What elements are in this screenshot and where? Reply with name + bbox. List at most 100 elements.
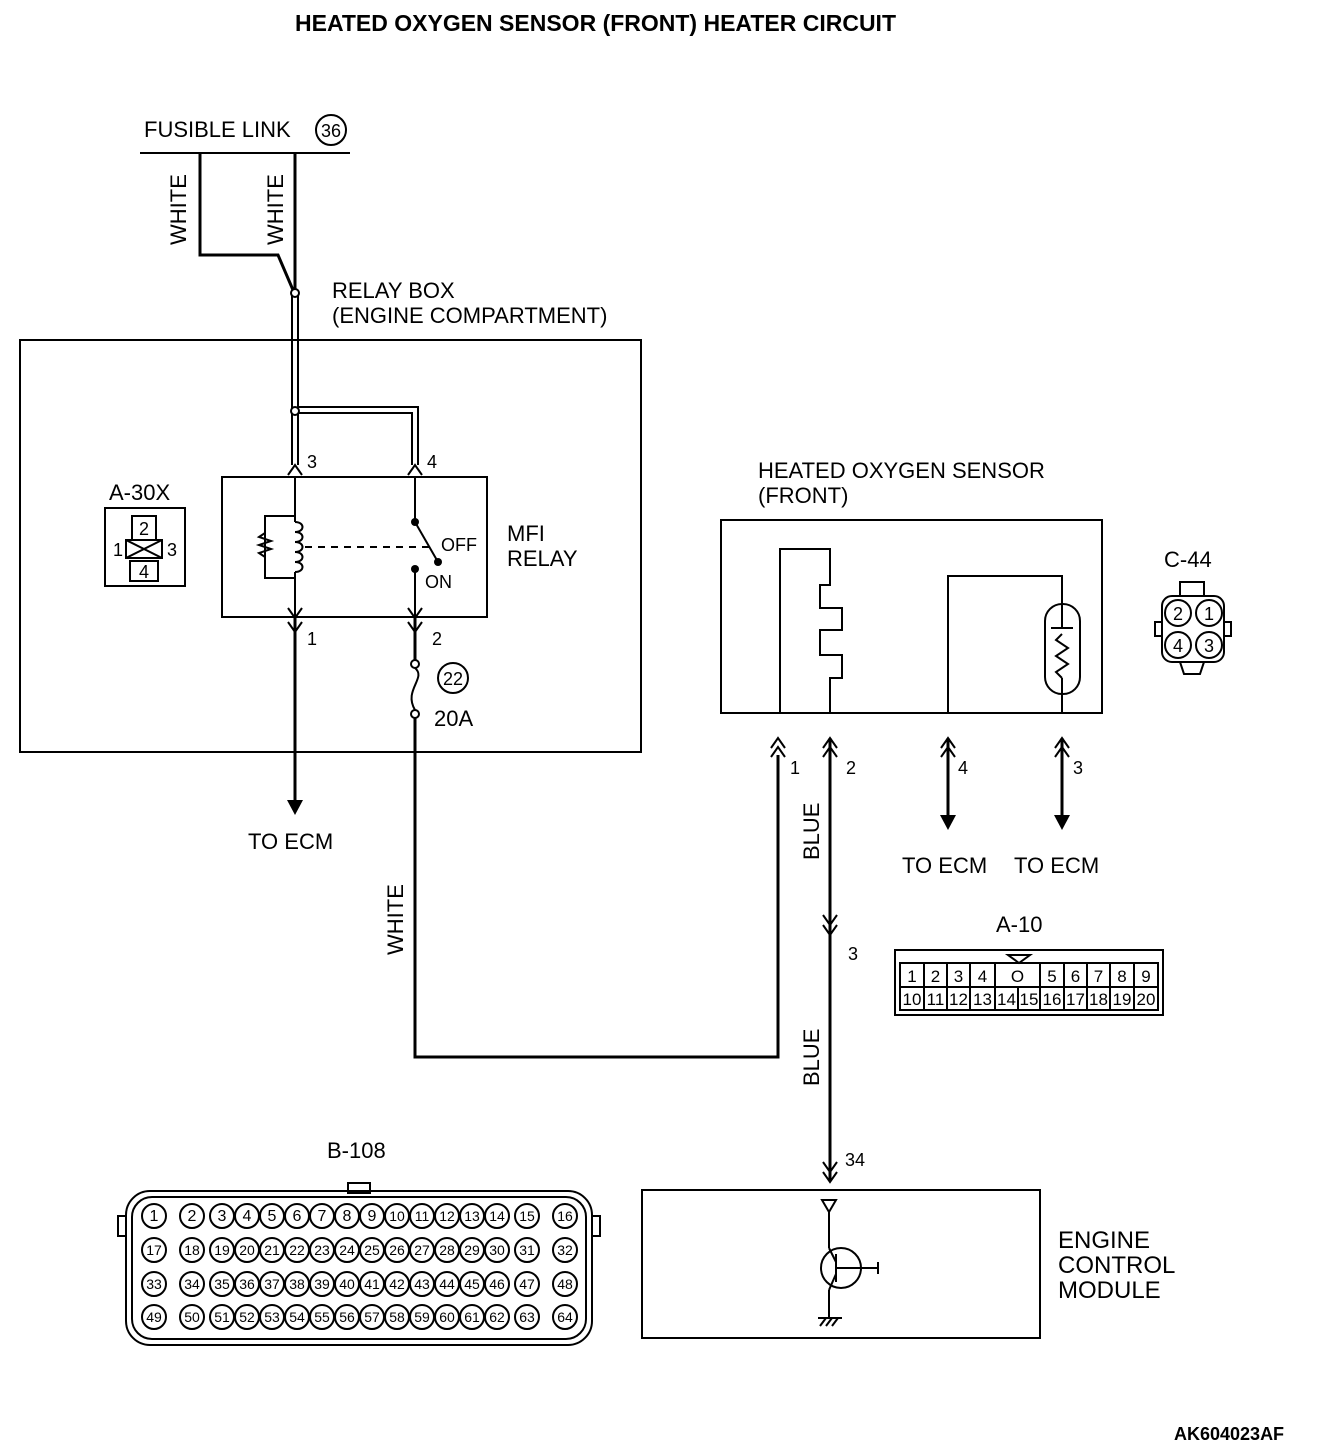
relay-on-label: ON [425,572,452,592]
b108-pin: 38 [284,1271,310,1297]
b108-pin: 7 [309,1203,335,1229]
b108-pin: 1 [141,1203,167,1229]
ground-symbol [818,1317,842,1327]
to-ecm-label-mid: TO ECM [902,853,987,878]
b108-pin: 60 [434,1304,460,1330]
svg-text:54: 54 [289,1309,305,1325]
b108-pin: 39 [309,1271,335,1297]
svg-text:35: 35 [214,1276,230,1292]
ecm-label-1: ENGINE [1058,1227,1150,1254]
b108-pin: 18 [179,1237,205,1263]
b108-pin: 36 [234,1271,260,1297]
svg-text:17: 17 [146,1242,162,1258]
svg-text:52: 52 [239,1309,255,1325]
relay-off-label: OFF [441,535,477,555]
a10-pin-label: 14 [997,990,1016,1009]
a10-pin-label: 1 [907,967,916,986]
fuse-number-badge: 22 [437,662,469,694]
svg-text:1: 1 [150,1208,159,1225]
ecm-body [641,1189,1041,1339]
a10-pin-label: 19 [1113,990,1132,1009]
ecm-pin-34: 34 [845,1150,865,1170]
a10-pin-label: 16 [1043,990,1062,1009]
connector-a30x-outline [104,507,186,587]
svg-text:36: 36 [239,1276,255,1292]
b108-pin: 53 [259,1304,285,1330]
svg-text:18: 18 [184,1242,200,1258]
b108-pin: 31 [514,1237,540,1263]
figure-code: AK604023AF [1174,1424,1284,1444]
sensor-title-1: HEATED OXYGEN SENSOR [758,458,1045,483]
b108-pin: 17 [141,1237,167,1263]
b108-pin: 59 [409,1304,435,1330]
b108-pin: 64 [552,1304,578,1330]
a10-pin-label: 4 [978,967,987,986]
b108-pin: 30 [484,1237,510,1263]
a30x-pin-1: 1 [113,540,123,560]
junction-pin-3: 3 [848,944,858,964]
fuse-number: 22 [443,669,463,689]
svg-text:2: 2 [188,1208,197,1225]
b108-pin: 54 [284,1304,310,1330]
splice-point [290,288,300,298]
svg-text:27: 27 [414,1242,430,1258]
b108-pin: 63 [514,1304,540,1330]
b108-pin: 28 [434,1237,460,1263]
a10-pin-label: 9 [1141,967,1150,986]
b108-pin: 57 [359,1304,385,1330]
b108-pin: 34 [179,1271,205,1297]
relay-box-outline [19,339,642,753]
svg-text:63: 63 [519,1309,535,1325]
connector-a30x-name: A-30X [109,480,170,505]
c44-pin-3: 3 [1204,636,1214,656]
connector-c44 [1154,581,1232,675]
svg-text:60: 60 [439,1309,455,1325]
to-ecm-arrow-mid [940,815,956,830]
b108-pin: 12 [434,1203,460,1229]
b108-pin: 48 [552,1271,578,1297]
sensor-pin-3: 3 [1073,758,1083,778]
b108-pin: 55 [309,1304,335,1330]
mfi-relay-label-2: RELAY [507,546,578,571]
b108-pin: 44 [434,1271,460,1297]
svg-text:3: 3 [218,1208,227,1225]
svg-text:44: 44 [439,1276,455,1292]
b108-pin: 33 [141,1271,167,1297]
relay-pin-4: 4 [427,452,437,472]
b108-pin: 58 [384,1304,410,1330]
connector-a10-name: A-10 [996,912,1042,937]
svg-text:24: 24 [339,1242,355,1258]
diagram-title: HEATED OXYGEN SENSOR (FRONT) HEATER CIRC… [295,10,896,36]
svg-text:29: 29 [464,1242,480,1258]
svg-text:5: 5 [268,1208,277,1225]
b108-pin: 4 [234,1203,260,1229]
svg-text:20: 20 [239,1242,255,1258]
b108-pin: 11 [409,1203,435,1229]
b108-pin: 8 [334,1203,360,1229]
connector-c44-name: C-44 [1164,547,1212,572]
b108-pin: 13 [459,1203,485,1229]
svg-text:14: 14 [489,1208,505,1224]
relay-pin-3: 3 [307,452,317,472]
fuse-rating: 20A [434,706,473,731]
a10-pin-label: 10 [903,990,922,1009]
b108-pin: 3 [209,1203,235,1229]
svg-text:47: 47 [519,1276,535,1292]
b108-pin: 24 [334,1237,360,1263]
svg-text:30: 30 [489,1242,505,1258]
a30x-pin-2: 2 [139,519,149,539]
mfi-relay-label-1: MFI [507,521,545,546]
svg-text:13: 13 [464,1208,480,1224]
b108-pin: 29 [459,1237,485,1263]
b108-pin: 35 [209,1271,235,1297]
b108-pin: 56 [334,1304,360,1330]
sensor-title-2: (FRONT) [758,483,848,508]
b108-pin: 23 [309,1237,335,1263]
b108-pin: 6 [284,1203,310,1229]
relay-switch-contact [414,521,439,563]
sensor-heater-element [779,548,843,713]
svg-text:51: 51 [214,1309,230,1325]
b108-pin: 42 [384,1271,410,1297]
